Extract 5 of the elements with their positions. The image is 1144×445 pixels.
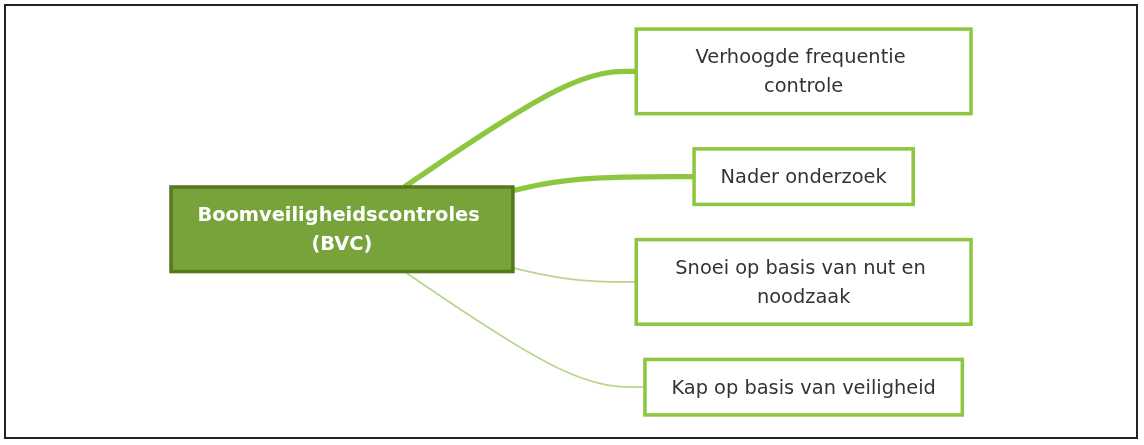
node-box: Verhoogde frequentie controle	[634, 26, 973, 115]
node-box: Kap op basis van veiligheid	[643, 357, 965, 417]
node-box: Nader onderzoek	[692, 146, 915, 206]
node-box: Boomveiligheidscontroles (BVC)	[169, 184, 515, 273]
node-box: Snoei op basis van nut en noodzaak	[634, 237, 973, 326]
